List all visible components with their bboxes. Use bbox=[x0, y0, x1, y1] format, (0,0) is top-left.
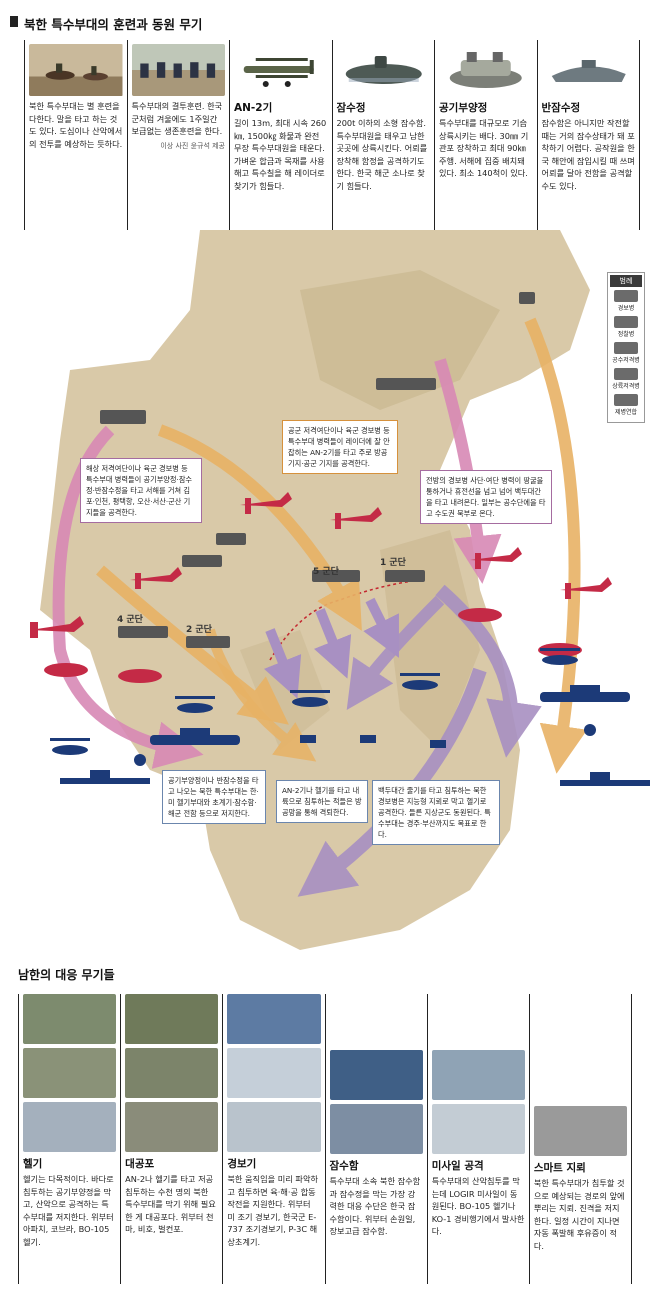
map-legend: 범례 경보병 정찰병 공수저격병 상륙저격병 제병연합 bbox=[607, 272, 645, 423]
legend-item: 정찰병 bbox=[611, 316, 641, 338]
bottom-column-smart-mine: 스마트 지뢰 북한 특수부대가 침투할 것으로 예상되는 경로의 앞에 뿌리는 … bbox=[528, 994, 633, 1284]
chunma-photo bbox=[125, 994, 219, 1044]
top-column-text: 특수부대의 결투훈련. 한국군처럼 겨울에도 1주일간 보급없는 생존훈련을 한… bbox=[131, 101, 223, 136]
dmz-line bbox=[269, 579, 421, 661]
top-column-horse-training: 북한 특수부대는 별 훈련을 다한다. 말을 타고 하는 것도 있다. 도심이나… bbox=[24, 40, 127, 230]
bottom-column-heading: 헬기 bbox=[23, 1158, 43, 1170]
bottom-column-text: 특수부대 소속 북한 잠수함과 잠수정을 막는 가장 강력한 대응 수단은 한국… bbox=[329, 1176, 421, 1236]
top-column-martial-training: 특수부대의 결투훈련. 한국군처럼 겨울에도 1주일간 보급없는 생존훈련을 한… bbox=[126, 40, 230, 230]
combined-arms-icon bbox=[614, 394, 638, 406]
bottom-column-early-warning: 경보기 북한 움직임을 미리 파악하고 침투하면 육·해·공 합동작전을 지원한… bbox=[222, 994, 324, 1284]
legend-title: 범례 bbox=[610, 275, 642, 287]
biho-photo bbox=[125, 1048, 219, 1098]
page-title: 북한 특수부대의 훈련과 동원 무기 bbox=[9, 14, 202, 33]
jangbogo-photo bbox=[329, 1104, 423, 1154]
corps-label-2: 2 군단 bbox=[186, 625, 212, 635]
top-column-heading: 잠수정 bbox=[336, 102, 366, 114]
bottom-column-text: 헬기는 다목적이다. 바다로 침투하는 공기부양정을 막고, 산악으로 공격하는… bbox=[23, 1174, 114, 1247]
unit-badges bbox=[100, 292, 535, 648]
arrow-orange-2 bbox=[96, 565, 289, 725]
callout-smart-mine-defense: 백두대간 줄기를 타고 침투하는 북한 경보병은 지능형 지뢰로 막고 헬기로 … bbox=[372, 780, 500, 845]
bottom-column-heading: 스마트 지뢰 bbox=[533, 1162, 586, 1174]
top-column-semi-submersible: 반잠수정 잠수함은 아니지만 작전할 때는 거의 잠수상태가 돼 포착하기 어렵… bbox=[536, 40, 640, 230]
bottom-column-aa-gun: 대공포 AN-2나 헬기를 타고 저공 침투하는 수천 명의 북한 특수부대를 … bbox=[120, 994, 222, 1284]
bottom-column-helicopter: 헬기 헬기는 다목적이다. 바다로 침투하는 공기부양정을 막고, 산악으로 공… bbox=[18, 994, 120, 1284]
bottom-column-heading: 경보기 bbox=[227, 1158, 257, 1170]
bottom-column-text: AN-2나 헬기를 타고 저공 침투하는 수천 명의 북한 특수부대를 막기 위… bbox=[125, 1174, 216, 1234]
recon-icon bbox=[614, 316, 638, 328]
korea-map: 1 군단 5 군단 2 군단 4 군단 해상 저격여단이나 육군 경보병 등 특… bbox=[0, 230, 656, 960]
martial-training-photo bbox=[131, 44, 225, 96]
callout-air-defense: AN-2기나 헬기를 타고 내륙으로 침투하는 적들은 방공망을 통해 격퇴한다… bbox=[276, 780, 368, 823]
p3c-photo bbox=[227, 1102, 321, 1152]
legend-item: 경보병 bbox=[611, 290, 641, 312]
arrow-purple-1 bbox=[435, 584, 542, 758]
top-column-text: 잠수함은 아니지만 작전할 때는 거의 잠수상태가 돼 포착하기 어렵다. 공작… bbox=[541, 118, 635, 191]
apache-photo bbox=[23, 994, 117, 1044]
bottom-weapons-columns: 헬기 헬기는 다목적이다. 바다로 침투하는 공기부양정을 막고, 산악으로 공… bbox=[18, 994, 633, 1284]
callout-mountain-infiltration: 전방의 경보병 사단·여단 병력이 땅굴을 통하거나 휴전선을 넘고 넘어 백두… bbox=[420, 470, 552, 524]
semi-submersible-icon bbox=[542, 44, 636, 96]
legend-item: 제병연합 bbox=[611, 394, 641, 416]
ko1-photo bbox=[431, 1104, 525, 1154]
top-column-heading: 공기부양정 bbox=[439, 102, 488, 114]
amphibious-sniper-icon bbox=[614, 368, 638, 380]
light-infantry-icon bbox=[614, 290, 638, 302]
top-column-submarine: 잠수정 200t 이하의 소형 잠수함. 특수부대원을 태우고 남한 곳곳에 상… bbox=[331, 40, 435, 230]
legend-item: 공수저격병 bbox=[611, 342, 641, 364]
arrow-orange-3 bbox=[524, 317, 588, 774]
top-column-text: 200t 이하의 소형 잠수함. 특수부대원을 태우고 남한 곳곳에 상륙시킨다… bbox=[336, 118, 428, 191]
corps-label-4: 4 군단 bbox=[117, 615, 143, 625]
bottom-column-missile: 미사일 공격 특수부대의 산악침투를 막는데 LOGIR 미사일이 동원된다. … bbox=[426, 994, 529, 1284]
bottom-column-text: 특수부대의 산악침투를 막는데 LOGIR 미사일이 동원된다. BO-105 … bbox=[431, 1176, 525, 1236]
top-column-hovercraft: 공기부양정 특수부대를 대규모로 기습 상륙시키는 배다. 30㎜ 기관포 장착… bbox=[434, 40, 537, 230]
enemy-aircraft-group bbox=[30, 492, 612, 683]
friendly-forces-group bbox=[50, 648, 650, 786]
bottom-column-heading: 잠수함 bbox=[329, 1160, 359, 1172]
horse-training-photo bbox=[29, 44, 123, 96]
bottom-column-text: 북한 특수부대가 침투할 것으로 예상되는 경로의 앞에 뿌리는 지뢰. 진격을… bbox=[533, 1178, 625, 1251]
top-column-text: 특수부대를 대규모로 기습 상륙시키는 배다. 30㎜ 기관포 장착하고 최대 … bbox=[439, 118, 529, 178]
map-graphic bbox=[30, 230, 650, 950]
smart-mine-photo bbox=[533, 1106, 628, 1156]
top-column-heading: AN-2기 bbox=[234, 102, 273, 114]
e737-photo bbox=[227, 1048, 321, 1098]
callout-hovercraft-defense: 공기부양정이나 반잠수정을 타고 나오는 북한 특수부대는 한·미 헬기부대와 … bbox=[162, 770, 266, 824]
vulcan-photo bbox=[125, 1102, 219, 1152]
hovercraft-icon bbox=[439, 44, 533, 96]
cobra-photo bbox=[23, 1048, 117, 1098]
top-column-heading: 반잠수정 bbox=[541, 102, 581, 114]
photo-credit: 이상 사진 윤규석 제공 bbox=[160, 141, 225, 150]
corps-label-5: 5 군단 bbox=[313, 567, 339, 577]
legend-item: 상륙저격병 bbox=[611, 368, 641, 390]
bo105-photo bbox=[23, 1102, 117, 1152]
arrow-east-pink bbox=[434, 358, 502, 584]
an2-plane-icon bbox=[234, 44, 328, 96]
corps-label-1: 1 군단 bbox=[380, 558, 406, 568]
top-column-an2: AN-2기 길이 13m, 최대 시속 260㎞, 1500㎏ 화물과 완전 무… bbox=[229, 40, 332, 230]
top-column-text: 북한 특수부대는 별 훈련을 다한다. 말을 타고 하는 것도 있다. 도심이나… bbox=[29, 101, 123, 149]
top-column-text: 길이 13m, 최대 시속 260㎞, 1500㎏ 화물과 완전 무장 특수부대… bbox=[234, 118, 327, 191]
sohn-wonyil-photo bbox=[329, 1050, 423, 1100]
top-weapons-columns: 북한 특수부대는 별 훈련을 다한다. 말을 타고 하는 것도 있다. 도심이나… bbox=[24, 40, 640, 230]
airborne-sniper-icon bbox=[614, 342, 638, 354]
bo105-missile-photo bbox=[431, 1050, 525, 1100]
bottom-column-heading: 미사일 공격 bbox=[431, 1160, 484, 1172]
mini-submarine-icon bbox=[337, 44, 431, 96]
awacs-photo bbox=[227, 994, 321, 1044]
bottom-column-heading: 대공포 bbox=[125, 1158, 155, 1170]
callout-an2-infiltration: 공군 저격여단이나 육군 경보병 등 특수부대 병력들이 레이더에 잘 안 잡히… bbox=[282, 420, 398, 474]
bottom-column-text: 북한 움직임을 미리 파악하고 침투하면 육·해·공 합동작전을 지원한다. 위… bbox=[227, 1174, 319, 1247]
bottom-column-submarine: 잠수함 특수부대 소속 북한 잠수함과 잠수정을 막는 가장 강력한 대응 수단… bbox=[324, 994, 427, 1284]
callout-west-sea-infiltration: 해상 저격여단이나 육군 경보병 등 특수부대 병력들이 공기부양정·잠수정·반… bbox=[80, 458, 202, 523]
section-title-south-weapons: 남한의 대응 무기들 bbox=[18, 968, 115, 982]
